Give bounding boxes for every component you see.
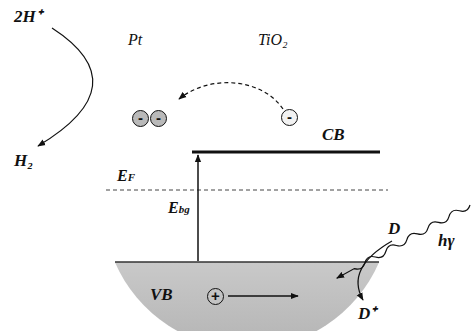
reactant-label: 2H⁺ bbox=[14, 8, 42, 25]
fermi-level bbox=[106, 190, 388, 191]
valence-band bbox=[115, 262, 379, 331]
particle-shape bbox=[103, 61, 391, 331]
electron-symbol: - bbox=[281, 109, 298, 126]
oxidized-donor-label: D⁺ bbox=[358, 305, 376, 322]
hole-symbol: + bbox=[207, 288, 224, 305]
particle-outline bbox=[102, 60, 392, 331]
particle-label: TiO₂ bbox=[258, 32, 288, 48]
product-label: H₂ bbox=[14, 152, 33, 169]
bandgap-label: Ebg bbox=[168, 200, 190, 216]
electron-transfer-arrow bbox=[179, 83, 283, 109]
oxidation-arrow bbox=[358, 241, 392, 300]
band-label: VB bbox=[150, 286, 173, 303]
electron-symbol: - bbox=[150, 110, 167, 127]
particle-label: Pt bbox=[128, 32, 142, 48]
band-label: CB bbox=[322, 126, 345, 143]
reduction-arrow bbox=[38, 28, 93, 146]
bandgap-arrow bbox=[197, 155, 199, 261]
particle-shape bbox=[111, 63, 209, 161]
conduction-band-edge bbox=[192, 151, 380, 154]
valence-band-edge bbox=[115, 261, 379, 263]
electron-symbol: - bbox=[132, 110, 149, 127]
photon-wave bbox=[335, 202, 471, 280]
donor-label: D bbox=[388, 220, 400, 237]
photon-label: hγ bbox=[438, 232, 455, 249]
tio2-particle: TiO₂-CBEFEbgVB+ bbox=[102, 60, 392, 331]
pt-particle: Pt-- bbox=[110, 62, 210, 162]
hole-migration-arrow bbox=[228, 295, 298, 297]
fermi-level-label: EF bbox=[117, 168, 135, 184]
